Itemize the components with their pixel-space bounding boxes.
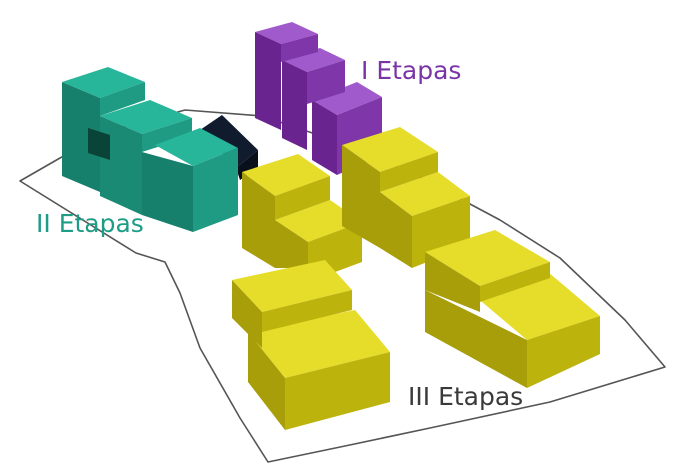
- stage-3-building: [242, 154, 362, 282]
- stage-2-label: II Etapas: [36, 209, 144, 238]
- stage-3-building: [232, 260, 390, 430]
- stage-2-building: [62, 67, 258, 232]
- stage-1-label: I Etapas: [361, 56, 462, 85]
- stage-3-label: III Etapas: [408, 382, 524, 411]
- stage-3-building: [425, 230, 600, 388]
- site-boundary: [19, 109, 666, 463]
